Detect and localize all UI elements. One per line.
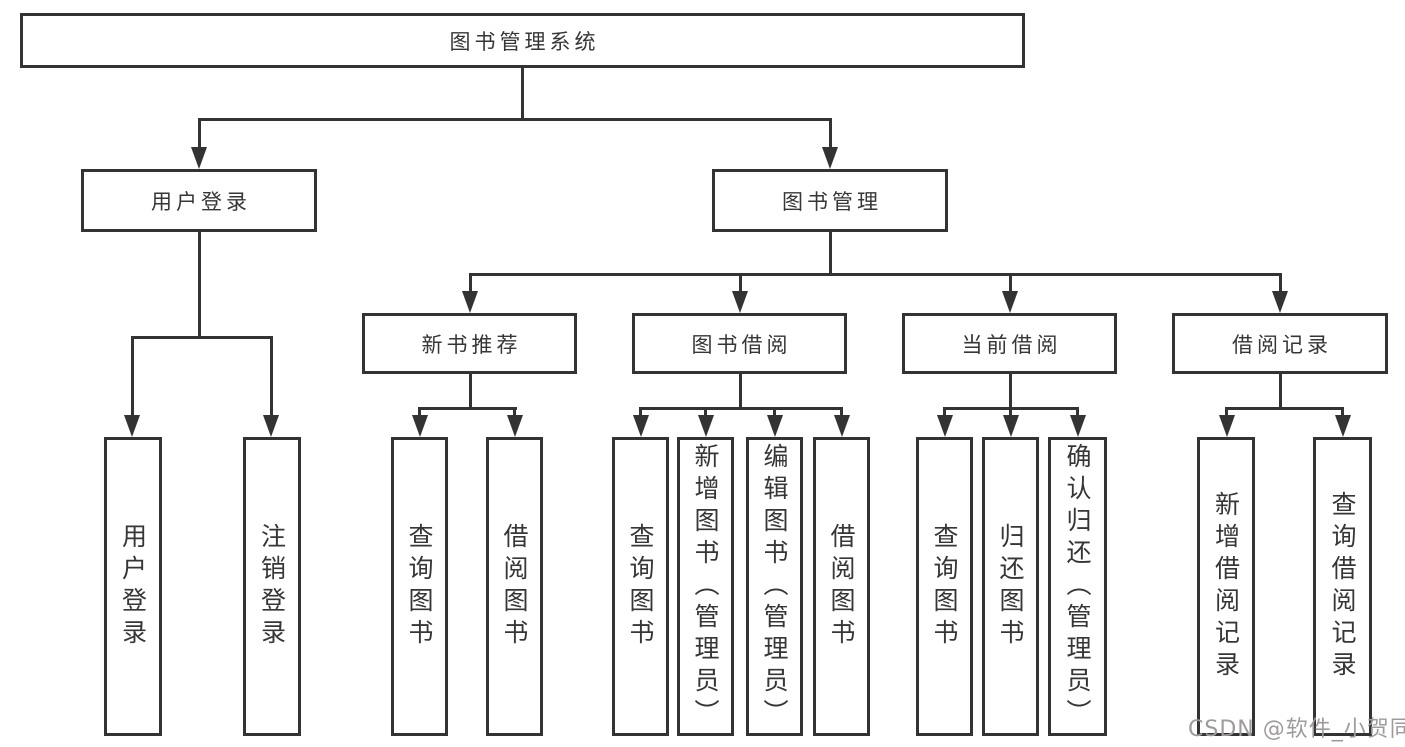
arrow-down-icon (1002, 291, 1018, 313)
leaf-add-books-admin: 新增图书（管理员） (677, 437, 734, 736)
connector-line (513, 407, 516, 418)
arrow-down-icon (263, 415, 279, 437)
leaf-confirm-return-admin-label: 确认归还（管理员） (1063, 442, 1092, 731)
leaf-query-books-3-label: 查询图书 (930, 522, 959, 651)
connector-line (469, 374, 472, 410)
arrow-down-icon (1335, 415, 1351, 437)
arrow-down-icon (937, 415, 953, 437)
leaf-query-books-3: 查询图书 (916, 437, 973, 736)
node-user-login: 用户登录 (81, 169, 317, 232)
arrow-down-icon (732, 291, 748, 313)
leaf-logout: 注销登录 (243, 437, 301, 736)
node-root: 图书管理系统 (20, 13, 1025, 68)
arrow-down-icon (191, 147, 207, 169)
connector-line (1279, 273, 1282, 293)
arrow-down-icon (507, 415, 523, 437)
node-current-borrow: 当前借阅 (902, 313, 1117, 374)
connector-line (418, 407, 517, 410)
connector-line (840, 407, 843, 418)
connector-line (1009, 273, 1012, 293)
node-book-borrow: 图书借阅 (632, 313, 847, 374)
node-root-label: 图书管理系统 (449, 29, 600, 54)
connector-line (829, 118, 832, 150)
connector-line (198, 118, 832, 121)
leaf-borrow-books-2-label: 借阅图书 (827, 522, 856, 651)
arrow-down-icon (767, 415, 783, 437)
leaf-query-books-2-label: 查询图书 (626, 522, 655, 651)
arrow-down-icon (1070, 415, 1086, 437)
connector-line (639, 407, 642, 418)
node-book-management: 图书管理 (712, 169, 948, 232)
connector-line (739, 273, 742, 293)
connector-line (1225, 407, 1344, 410)
node-new-book-recommend-label: 新书推荐 (421, 332, 522, 357)
connector-line (198, 232, 201, 339)
leaf-user-login-label: 用户登录 (118, 522, 148, 651)
node-current-borrow-label: 当前借阅 (961, 332, 1062, 357)
node-book-management-label: 图书管理 (782, 189, 882, 214)
arrow-down-icon (124, 415, 140, 437)
leaf-edit-books-admin-label: 编辑图书（管理员） (760, 442, 789, 731)
connector-line (1341, 407, 1344, 418)
leaf-add-books-admin-label: 新增图书（管理员） (691, 442, 720, 731)
arrow-down-icon (633, 415, 649, 437)
node-user-login-label: 用户登录 (151, 189, 251, 214)
arrow-down-icon (1272, 291, 1288, 313)
connector-line (639, 407, 842, 410)
connector-line (943, 407, 946, 418)
node-book-borrow-label: 图书借阅 (691, 332, 792, 357)
connector-line (773, 407, 776, 418)
connector-line (131, 336, 134, 418)
leaf-query-borrow-record-label: 查询借阅记录 (1328, 490, 1357, 683)
node-borrow-records: 借阅记录 (1172, 313, 1388, 374)
connector-line (131, 336, 273, 339)
leaf-confirm-return-admin: 确认归还（管理员） (1048, 437, 1107, 736)
leaf-borrow-books-1: 借阅图书 (486, 437, 543, 736)
arrow-down-icon (412, 415, 428, 437)
connector-line (829, 232, 832, 276)
arrow-down-icon (822, 147, 838, 169)
connector-line (270, 336, 273, 418)
connector-line (1076, 407, 1079, 418)
arrow-down-icon (834, 415, 850, 437)
leaf-return-books-label: 归还图书 (996, 522, 1025, 651)
leaf-query-books-1-label: 查询图书 (405, 522, 434, 651)
connector-line (739, 374, 742, 410)
connector-line (469, 273, 1282, 276)
connector-line (704, 407, 707, 418)
arrow-down-icon (1219, 415, 1235, 437)
leaf-user-login: 用户登录 (104, 437, 162, 736)
connector-line (1009, 374, 1012, 410)
connector-line (198, 118, 201, 150)
leaf-return-books: 归还图书 (982, 437, 1039, 736)
node-borrow-records-label: 借阅记录 (1232, 332, 1332, 357)
leaf-logout-label: 注销登录 (257, 522, 287, 651)
leaf-add-borrow-record-label: 新增借阅记录 (1211, 490, 1241, 683)
arrow-down-icon (1003, 415, 1019, 437)
leaf-add-borrow-record: 新增借阅记录 (1197, 437, 1255, 736)
leaf-query-books-1: 查询图书 (391, 437, 448, 736)
leaf-query-borrow-record: 查询借阅记录 (1313, 437, 1372, 736)
watermark-text: CSDN @软件_小贺同学 (1188, 717, 1405, 742)
connector-line (1009, 407, 1012, 418)
leaf-borrow-books-1-label: 借阅图书 (500, 522, 529, 651)
arrow-down-icon (698, 415, 714, 437)
connector-line (1279, 374, 1282, 410)
connector-line (469, 273, 472, 293)
leaf-query-books-2: 查询图书 (612, 437, 669, 736)
connector-line (521, 66, 524, 121)
leaf-edit-books-admin: 编辑图书（管理员） (746, 437, 803, 736)
leaf-borrow-books-2: 借阅图书 (813, 437, 870, 736)
node-new-book-recommend: 新书推荐 (362, 313, 577, 374)
arrow-down-icon (462, 291, 478, 313)
connector-line (418, 407, 421, 418)
connector-line (1225, 407, 1228, 418)
